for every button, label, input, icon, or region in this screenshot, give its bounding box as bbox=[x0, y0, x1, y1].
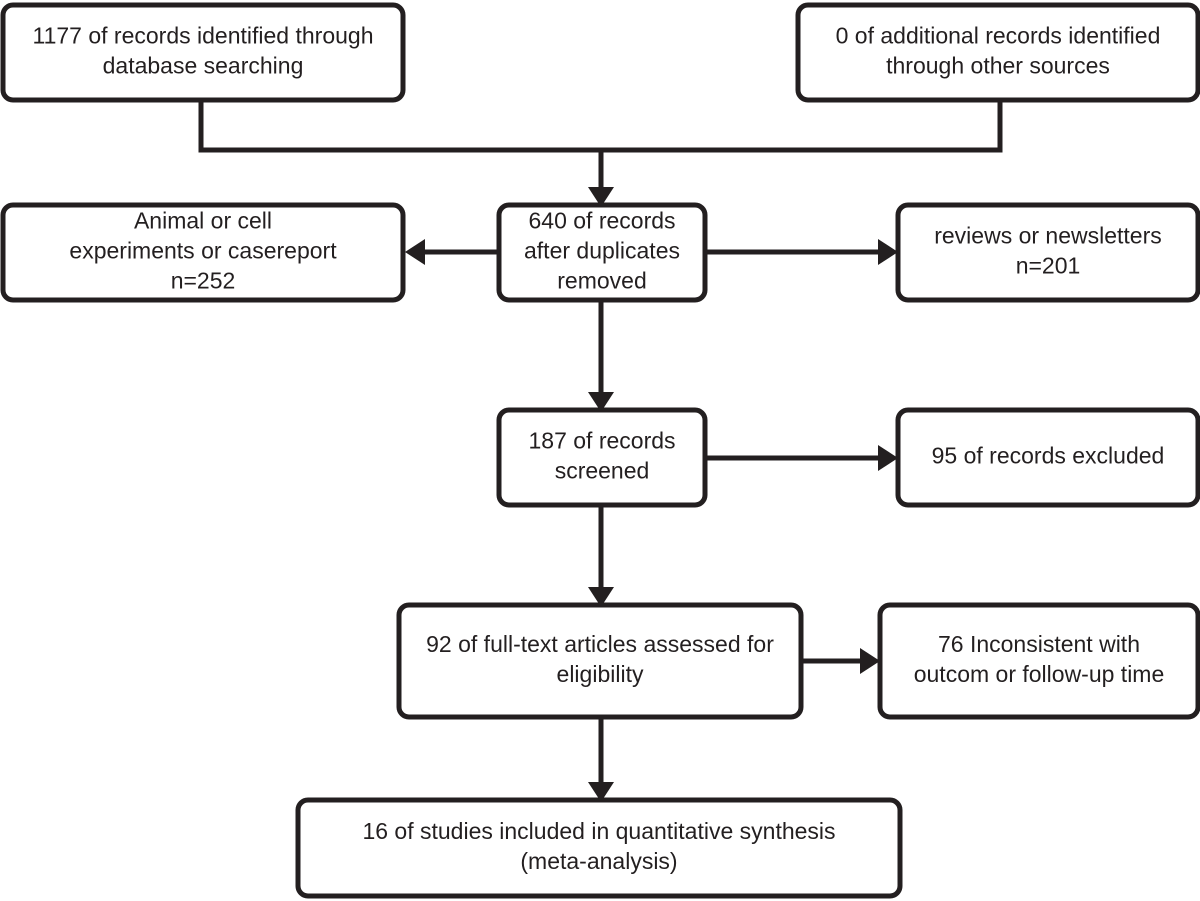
excluded-reviews-newsletters-box-label: reviews or newsletters n=201 bbox=[934, 223, 1162, 279]
records-excluded-box-label: 95 of records excluded bbox=[932, 443, 1165, 469]
excluded-reviews-newsletters-box-rect bbox=[895, 202, 1200, 303]
records-identified-other-box-rect bbox=[795, 2, 1200, 103]
connector-screened-to-excluded-arrowhead bbox=[878, 445, 898, 471]
connector-duplicates-to-reviews-excluded bbox=[707, 239, 898, 265]
records-after-duplicates-box-line-1: after duplicates bbox=[524, 238, 680, 264]
fulltext-assessed-box-label: 92 of full-text articles assessed for eli… bbox=[426, 631, 774, 687]
records-identified-database-box-line-1: database searching bbox=[103, 53, 304, 79]
records-screened-box-label: 187 of records screened bbox=[528, 428, 675, 484]
studies-included-synthesis-box: 16 of studies included in quantitative s… bbox=[295, 797, 903, 899]
excluded-animal-cell-box-line-1: experiments or casereport bbox=[69, 238, 337, 264]
records-identified-database-box: 1177 of records identified through databa… bbox=[0, 2, 406, 103]
excluded-reviews-newsletters-box-line-0: reviews or newsletters bbox=[934, 223, 1162, 249]
records-screened-box-line-0: 187 of records bbox=[528, 428, 675, 454]
connector-fulltext-to-included-arrowhead bbox=[588, 782, 614, 802]
records-identified-other-box-line-0: 0 of additional records identified bbox=[836, 23, 1161, 49]
records-after-duplicates-box-line-0: 640 of records bbox=[528, 208, 675, 234]
connector-merge-to-duplicates bbox=[588, 150, 614, 207]
excluded-inconsistent-outcome-box-line-0: 76 Inconsistent with bbox=[938, 631, 1140, 657]
connector-fulltext-to-included bbox=[588, 719, 614, 802]
connector-duplicates-to-reviews-excluded-arrowhead bbox=[878, 239, 898, 265]
excluded-animal-cell-box-label: Animal or cell experiments or casereport n… bbox=[69, 208, 337, 294]
connector-merge-top-sources-line bbox=[198, 100, 1003, 153]
records-screened-box: 187 of records screened bbox=[496, 407, 708, 508]
records-after-duplicates-box-line-2: removed bbox=[557, 268, 646, 294]
records-identified-database-box-line-0: 1177 of records identified through bbox=[33, 23, 374, 49]
excluded-animal-cell-box-line-2: n=252 bbox=[171, 268, 236, 294]
studies-included-synthesis-box-rect bbox=[295, 797, 903, 899]
excluded-inconsistent-outcome-box-line-1: outcom or follow-up time bbox=[914, 661, 1165, 687]
connector-merge-to-duplicates-arrowhead bbox=[588, 187, 614, 207]
records-identified-database-box-label: 1177 of records identified through databa… bbox=[33, 23, 374, 79]
connector-duplicates-to-screened-arrowhead bbox=[588, 392, 614, 412]
excluded-inconsistent-outcome-box-rect bbox=[877, 602, 1200, 720]
fulltext-assessed-box-line-0: 92 of full-text articles assessed for bbox=[426, 631, 774, 657]
records-excluded-box: 95 of records excluded bbox=[895, 407, 1200, 508]
records-after-duplicates-box-rect bbox=[496, 202, 708, 303]
connector-layer bbox=[198, 100, 1003, 802]
records-screened-box-rect bbox=[496, 407, 708, 508]
excluded-inconsistent-outcome-box: 76 Inconsistent with outcom or follow-up … bbox=[877, 602, 1200, 720]
records-excluded-box-line-0: 95 of records excluded bbox=[932, 443, 1165, 469]
connector-duplicates-to-animal-excluded-arrowhead bbox=[405, 239, 425, 265]
excluded-inconsistent-outcome-box-label: 76 Inconsistent with outcom or follow-up … bbox=[914, 631, 1165, 687]
fulltext-assessed-box-line-1: eligibility bbox=[557, 661, 644, 687]
excluded-reviews-newsletters-box: reviews or newsletters n=201 bbox=[895, 202, 1200, 303]
excluded-animal-cell-box-line-0: Animal or cell bbox=[134, 208, 272, 234]
connector-duplicates-to-animal-excluded bbox=[405, 239, 497, 265]
excluded-animal-cell-box: Animal or cell experiments or casereport n… bbox=[0, 202, 406, 303]
excluded-reviews-newsletters-box-line-1: n=201 bbox=[1016, 253, 1081, 279]
studies-included-synthesis-box-line-1: (meta-analysis) bbox=[520, 848, 677, 874]
records-identified-other-box: 0 of additional records identified throug… bbox=[795, 2, 1200, 103]
records-after-duplicates-box: 640 of records after duplicates removed bbox=[496, 202, 708, 303]
records-after-duplicates-box-label: 640 of records after duplicates removed bbox=[524, 208, 680, 294]
connector-merge-top-sources bbox=[198, 100, 1003, 153]
fulltext-assessed-box-rect bbox=[396, 602, 804, 720]
records-identified-database-box-rect bbox=[0, 2, 406, 103]
studies-included-synthesis-box-label: 16 of studies included in quantitative s… bbox=[362, 818, 835, 874]
excluded-animal-cell-box-rect bbox=[0, 202, 406, 303]
connector-screened-to-fulltext bbox=[588, 507, 614, 607]
records-excluded-box-rect bbox=[895, 407, 1200, 508]
connector-screened-to-fulltext-arrowhead bbox=[588, 587, 614, 607]
records-identified-other-box-label: 0 of additional records identified throug… bbox=[836, 23, 1161, 79]
studies-included-synthesis-box-line-0: 16 of studies included in quantitative s… bbox=[362, 818, 835, 844]
connector-screened-to-excluded bbox=[707, 445, 898, 471]
fulltext-assessed-box: 92 of full-text articles assessed for eli… bbox=[396, 602, 804, 720]
records-screened-box-line-1: screened bbox=[555, 458, 650, 484]
connector-duplicates-to-screened bbox=[588, 302, 614, 412]
connector-fulltext-to-outcome-excluded bbox=[803, 648, 880, 674]
connector-fulltext-to-outcome-excluded-arrowhead bbox=[860, 648, 880, 674]
records-identified-other-box-line-1: through other sources bbox=[886, 53, 1110, 79]
